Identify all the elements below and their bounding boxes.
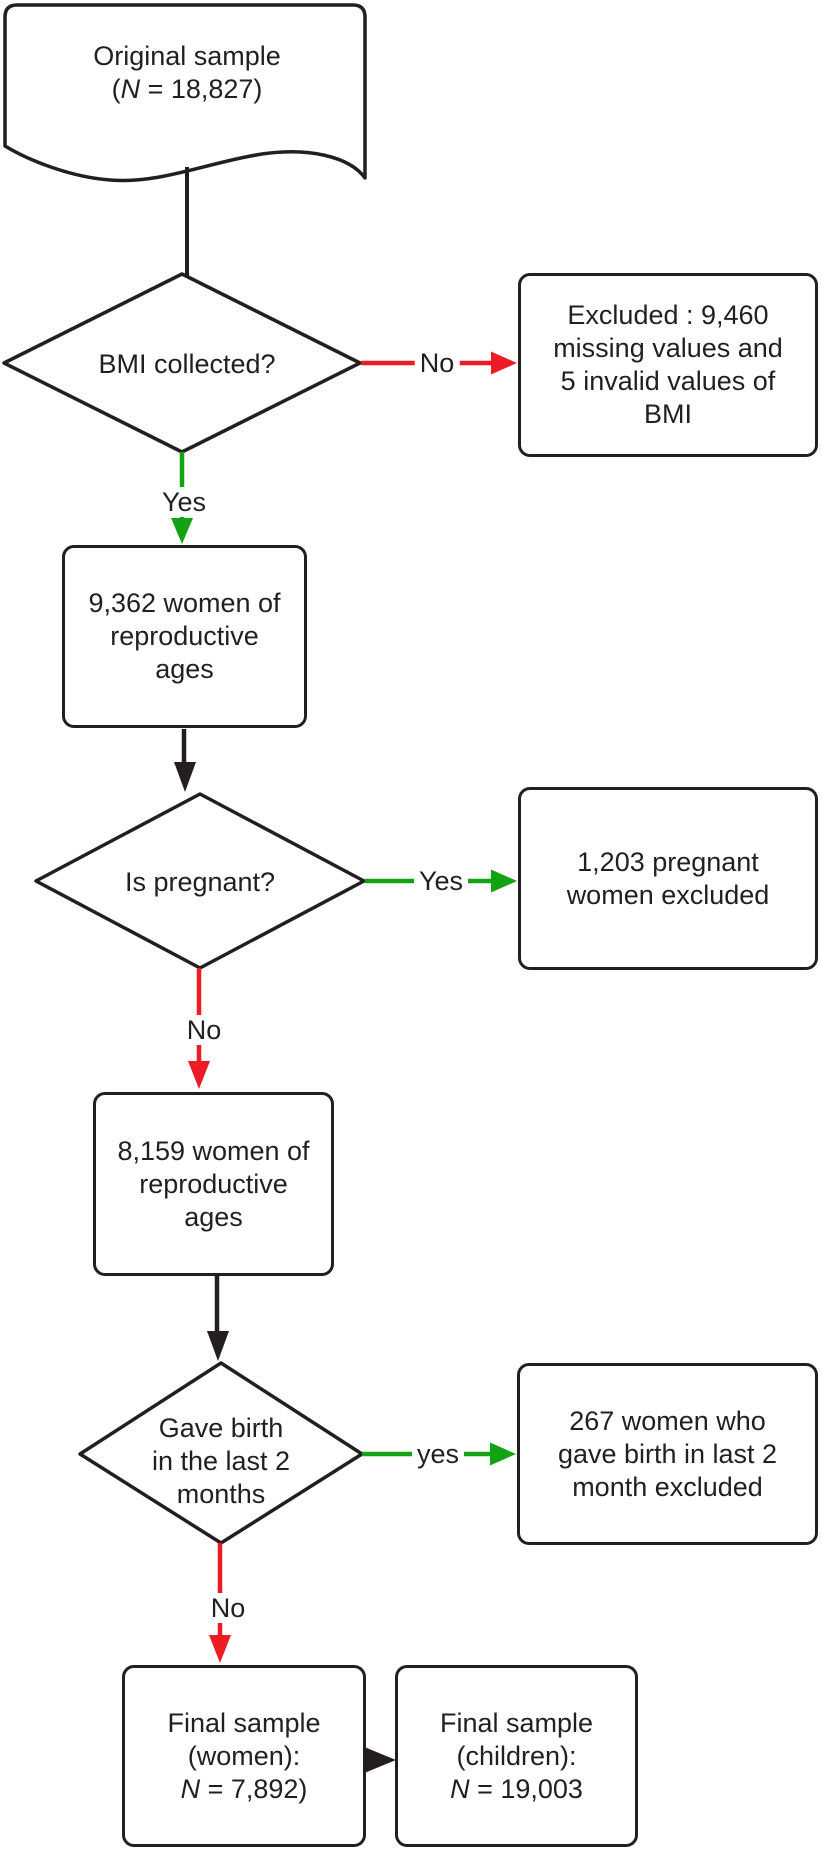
edge-yes-arrowhead-gavebirth bbox=[490, 1442, 516, 1466]
edge-label-no-pregnant: No bbox=[181, 1015, 227, 1045]
decision-bmi-collected-label: BMI collected? bbox=[98, 349, 276, 379]
edge-label-yes-bmi: Yes bbox=[156, 487, 212, 517]
box-final-sample-women: Final sample (women): N = 7,892) bbox=[122, 1665, 366, 1847]
edge-label-yes-pregnant: Yes bbox=[413, 866, 469, 896]
box-final-sample-children: Final sample (children): N = 19,003 bbox=[395, 1665, 638, 1847]
box-birth-excluded: 267 women who gave birth in last 2 month… bbox=[517, 1363, 818, 1545]
box-women-9362: 9,362 women of reproductive ages bbox=[62, 545, 307, 728]
edge-no-arrowhead-pregnant bbox=[188, 1061, 210, 1089]
document-original-sample-text: Original sample (N = 18,827) bbox=[37, 40, 337, 106]
edge-label-no-gavebirth: No bbox=[205, 1593, 251, 1623]
box-women-8159: 8,159 women of reproductive ages bbox=[93, 1092, 334, 1276]
edge-label-no-bmi: No bbox=[414, 348, 460, 378]
edge-yes-arrowhead-bmi bbox=[171, 518, 193, 544]
original-sample-line2: (N = 18,827) bbox=[111, 74, 263, 104]
edge-label-yes-gavebirth: yes bbox=[411, 1439, 465, 1469]
edge-no-arrowhead-gavebirth bbox=[209, 1635, 231, 1663]
decision-is-pregnant-label: Is pregnant? bbox=[124, 867, 276, 897]
box-pregnant-excluded: 1,203 pregnant women excluded bbox=[518, 787, 818, 970]
decision-gave-birth-label: Gave birth in the last 2 months bbox=[151, 1413, 291, 1509]
connector-arrowhead-pregnant bbox=[174, 762, 196, 792]
edge-no-arrowhead-bmi bbox=[491, 351, 517, 375]
edge-yes-arrowhead-pregnant bbox=[491, 869, 517, 893]
original-sample-line1: Original sample bbox=[93, 41, 281, 71]
box-excluded-bmi: Excluded : 9,460 missing values and 5 in… bbox=[518, 273, 818, 457]
connector-arrowhead-final-children bbox=[362, 1746, 396, 1774]
document-shape-original-sample bbox=[3, 3, 367, 183]
connector-arrowhead-gavebirth bbox=[207, 1331, 229, 1361]
